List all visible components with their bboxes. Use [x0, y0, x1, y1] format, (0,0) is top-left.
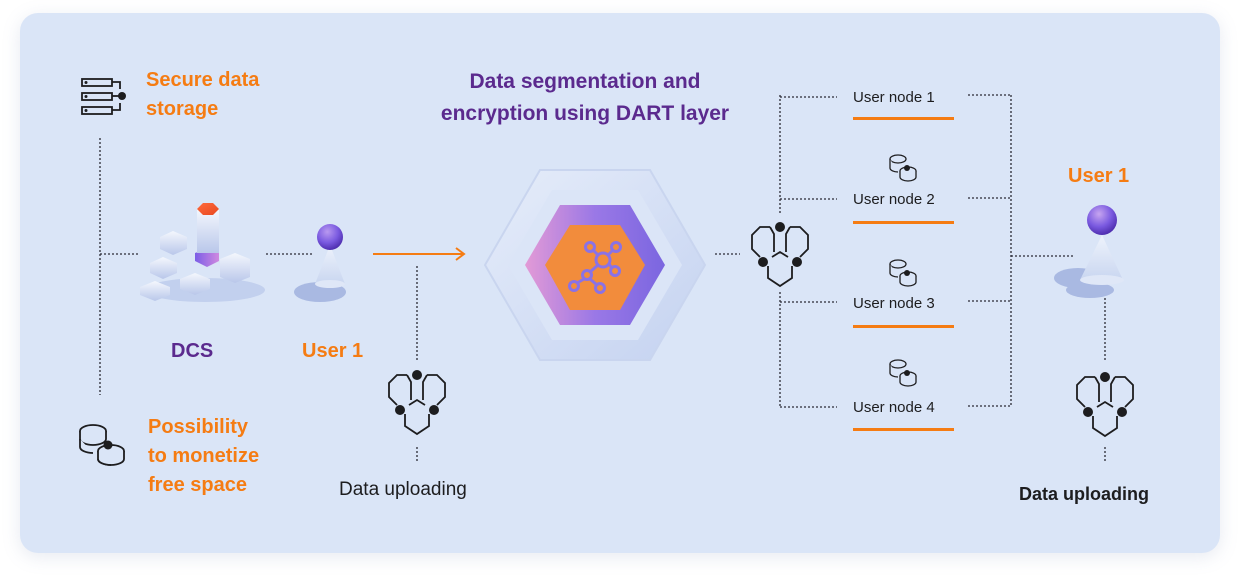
user-node-3-bar: [853, 325, 954, 328]
server-rack-icon: [81, 78, 126, 115]
dart-title-line2: encryption using DART layer: [440, 102, 730, 125]
dart-title-line1: Data segmentation and: [469, 70, 701, 93]
left-upload-label: Data uploading: [339, 479, 467, 500]
dart-title: Data segmentation and encryption using D…: [390, 66, 780, 130]
monetize-title: Possibility to monetize free space: [148, 413, 259, 500]
coins-stack-icon: [889, 154, 917, 182]
hexagon-cluster-icon: [388, 370, 446, 436]
monetize-line1: Possibility: [148, 416, 249, 438]
dart-encryption-hexagon: [483, 169, 707, 361]
monetize-line2: to monetize: [148, 445, 260, 467]
user-node-1-bar: [853, 117, 954, 120]
user-node-4-bar: [853, 428, 954, 431]
user-pawn-icon: [294, 224, 346, 302]
coins-stack-icon: [889, 359, 917, 387]
dcs-hex-stack-illustration: [140, 203, 265, 302]
user-node-2-bar: [853, 221, 954, 224]
user-pawn-icon: [1054, 205, 1124, 298]
network-nodes-icon: [568, 241, 622, 294]
user-node-3-label: User node 3: [853, 295, 935, 312]
left-user-label: User 1: [302, 340, 364, 362]
upload-arrow: [373, 247, 466, 261]
right-upload-label: Data uploading: [1019, 484, 1149, 504]
coins-stack-icon: [889, 259, 917, 287]
user-node-4-label: User node 4: [853, 399, 935, 416]
hexagon-cluster-icon: [751, 222, 809, 288]
secure-storage-line2: storage: [146, 98, 219, 120]
coins-stack-icon: [79, 424, 125, 466]
user-node-1-label: User node 1: [853, 89, 935, 106]
secure-storage-line1: Secure data: [146, 69, 260, 91]
user-node-2-label: User node 2: [853, 191, 935, 208]
monetize-line3: free space: [148, 474, 247, 496]
right-user-label: User 1: [1068, 165, 1130, 187]
secure-storage-title: Secure data storage: [146, 66, 259, 124]
hexagon-cluster-icon: [1076, 372, 1134, 438]
dcs-label: DCS: [171, 340, 214, 362]
